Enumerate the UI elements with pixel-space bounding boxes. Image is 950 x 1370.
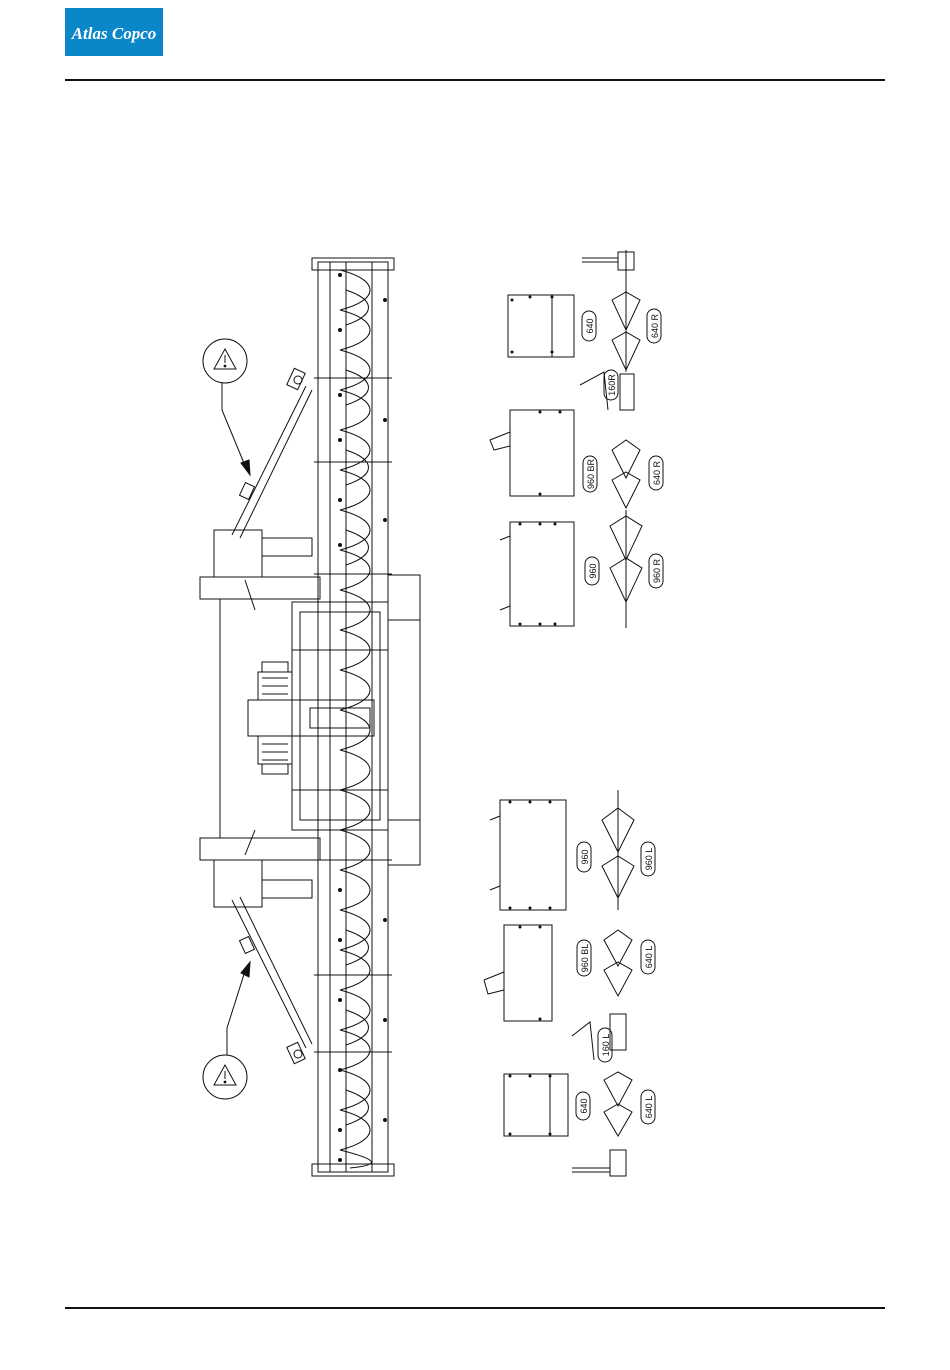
warning-callout-bottom bbox=[203, 962, 250, 1099]
label-960bl: 960 BL bbox=[580, 944, 590, 973]
drive-motor bbox=[248, 662, 374, 774]
label-960br: 960 BR bbox=[586, 458, 596, 489]
extension-640-top bbox=[508, 295, 574, 357]
label-960r: 960 R bbox=[652, 558, 662, 583]
label-960-top: 960 bbox=[588, 563, 598, 578]
label-160r: 160R bbox=[607, 374, 617, 396]
end-plate-top bbox=[312, 258, 394, 270]
label-160l: 160 L bbox=[601, 1034, 611, 1057]
label-960l: 960 L bbox=[644, 848, 654, 871]
main-assembly bbox=[200, 258, 420, 1176]
label-640l-bottom: 640 L bbox=[644, 1096, 654, 1119]
label-960-bottom: 960 bbox=[580, 849, 590, 864]
extension-parts-right: 640 640 R 160R 960 BR 640 R 960 960 R bbox=[490, 250, 663, 628]
side-member-top bbox=[200, 577, 320, 599]
label-640r-mid: 640 R bbox=[652, 460, 662, 485]
turnbuckle-bottom bbox=[232, 897, 312, 1064]
extension-parts-left: 960 960 L 960 BL 640 L 160 L 640 640 L bbox=[484, 790, 655, 1176]
end-plate-bottom bbox=[312, 1164, 394, 1176]
side-member-bottom bbox=[200, 838, 320, 860]
warning-callout-top bbox=[203, 339, 250, 475]
label-640r-top: 640 R bbox=[650, 313, 660, 338]
label-640-top: 640 bbox=[585, 318, 595, 333]
footer-rule bbox=[65, 1307, 885, 1309]
turnbuckle-top bbox=[232, 368, 312, 538]
label-640-bottom: 640 bbox=[579, 1098, 589, 1113]
label-640l-mid: 640 L bbox=[644, 946, 654, 969]
screed-frame bbox=[318, 262, 388, 1172]
